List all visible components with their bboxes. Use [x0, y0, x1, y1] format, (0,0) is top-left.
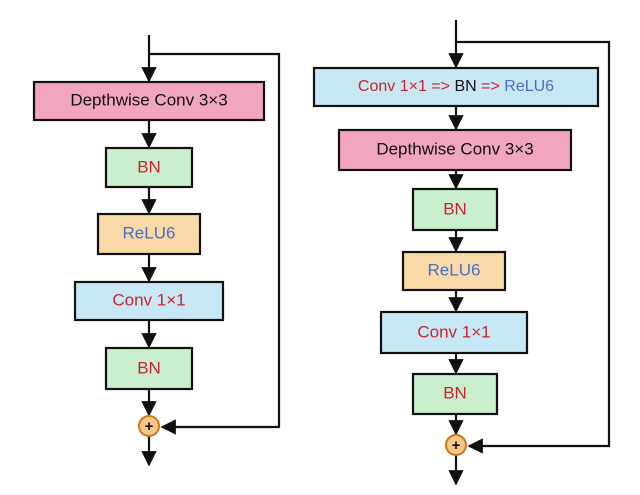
right-expand-conv-text: Conv 1×1	[358, 78, 427, 95]
right-expand-bn-text: BN	[454, 78, 476, 95]
right-bn1-box	[411, 187, 499, 232]
left-bn1-box	[104, 146, 194, 189]
left-bn1-label: BN	[137, 157, 161, 176]
right-expand-arrow-2: =>	[481, 78, 500, 95]
left-relu-box	[96, 212, 202, 256]
right-bn1-label: BN	[443, 199, 467, 218]
right-expand-relu-text: ReLU6	[504, 78, 554, 95]
left-bn2-label: BN	[137, 358, 161, 377]
left-block: Depthwise Conv 3×3 BN ReLU6 Conv 1×1 BN …	[32, 35, 281, 467]
right-expand-box	[312, 66, 600, 108]
right-add-node	[445, 434, 467, 456]
right-block: Conv 1×1 => BN => ReLU6 Depthwise Conv 3…	[312, 20, 611, 486]
right-conv-label: Conv 1×1	[417, 322, 490, 341]
left-skip-connection	[149, 52, 281, 435]
right-relu-label: ReLU6	[428, 260, 481, 279]
left-add-node	[138, 415, 160, 437]
right-bn2-label: BN	[443, 383, 467, 402]
right-depthwise-label: Depthwise Conv 3×3	[376, 139, 533, 158]
right-bn2-box	[411, 372, 499, 416]
left-conv-label: Conv 1×1	[112, 290, 185, 309]
left-bn2-box	[104, 346, 194, 391]
right-add-symbol: +	[452, 437, 461, 454]
left-depthwise-box	[32, 80, 266, 122]
left-depthwise-label: Depthwise Conv 3×3	[70, 90, 227, 109]
right-expand-label: Conv 1×1 => BN => ReLU6	[358, 78, 554, 95]
right-depthwise-box	[337, 128, 573, 172]
left-relu-label: ReLU6	[123, 223, 176, 242]
right-conv-box	[379, 310, 529, 355]
right-skip-connection	[456, 40, 611, 454]
left-add-symbol: +	[145, 418, 154, 435]
right-relu-box	[401, 250, 507, 292]
left-conv-box	[73, 280, 225, 322]
right-expand-arrow-1: =>	[431, 78, 450, 95]
